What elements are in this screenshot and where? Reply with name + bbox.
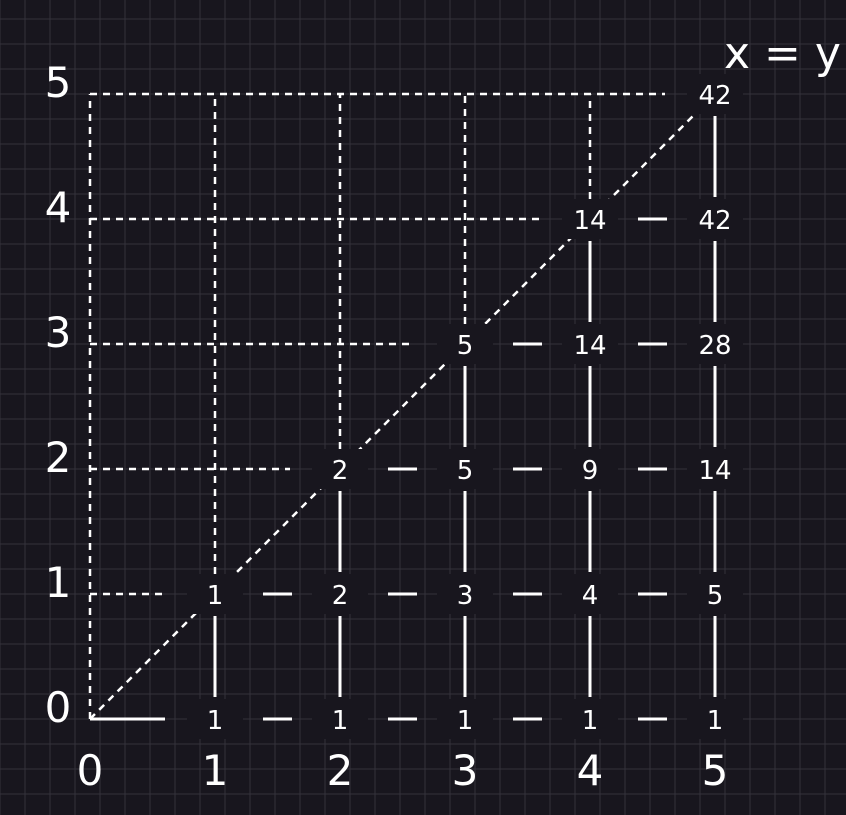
x-tick-label: 2 [327,746,354,795]
y-tick-label: 0 [45,683,72,732]
axes: 0 1 2 3 4 5 0 1 2 3 4 5 [45,58,729,795]
x-tick-label: 3 [452,746,479,795]
lattice-node-value: 1 [707,706,724,736]
lattice-node-background [562,699,618,739]
lattice-node-value: 2 [332,456,349,486]
lattice-node-value: 1 [207,706,224,736]
lattice-node-value: 14 [573,206,606,236]
dashed-guides [88,92,696,720]
lattice-node-value: 3 [457,581,474,611]
x-tick-label: 0 [77,746,104,795]
x-tick-label: 4 [577,746,604,795]
y-tick-label: 2 [45,433,72,482]
lattice-node-background [687,199,743,239]
lattice-node-background [562,574,618,614]
lattice-node-background [687,74,743,114]
lattice-node-value: 4 [582,581,599,611]
lattice-node-background [687,574,743,614]
lattice-edges [213,116,717,721]
x-tick-label: 1 [202,746,229,795]
lattice-node-value: 14 [698,456,731,486]
lattice-node-background [312,699,368,739]
lattice-node-background [562,199,618,239]
lattice-node-value: 28 [698,331,731,361]
lattice-node-value: 42 [698,81,731,111]
x-tick-label: 5 [702,746,729,795]
lattice-node-value: 5 [707,581,724,611]
lattice-node-value: 9 [582,456,599,486]
y-tick-label: 1 [45,558,72,607]
lattice-node-background [437,699,493,739]
lattice-node-background [687,324,743,364]
lattice-node-background [437,449,493,489]
lattice-node-background [562,324,618,364]
lattice-node-background [312,449,368,489]
lattice-labels: 1 1 1 1 1 1 2 3 4 5 2 5 9 14 5 14 28 14 42 42 [187,74,743,739]
y-tick-label: 5 [45,58,72,107]
y-tick-label: 4 [45,183,72,232]
lattice-node-background [187,574,243,614]
lattice-node-background [312,574,368,614]
lattice-node-value: 2 [332,581,349,611]
lattice-node-background [562,449,618,489]
lattice-node-background [187,699,243,739]
lattice-node-value: 1 [332,706,349,736]
lattice-node-value: 5 [457,456,474,486]
lattice-node-background [437,574,493,614]
lattice-node-value: 1 [457,706,474,736]
diagonal-label: x = y [724,28,841,79]
lattice-node-background [687,449,743,489]
lattice-node-value: 1 [582,706,599,736]
lattice-node-value: 42 [698,206,731,236]
lattice-node-background [687,699,743,739]
lattice-node-value: 14 [573,331,606,361]
y-tick-label: 3 [45,308,72,357]
lattice-node-background [437,324,493,364]
lattice-node-value: 1 [207,581,224,611]
lattice-node-value: 5 [457,331,474,361]
